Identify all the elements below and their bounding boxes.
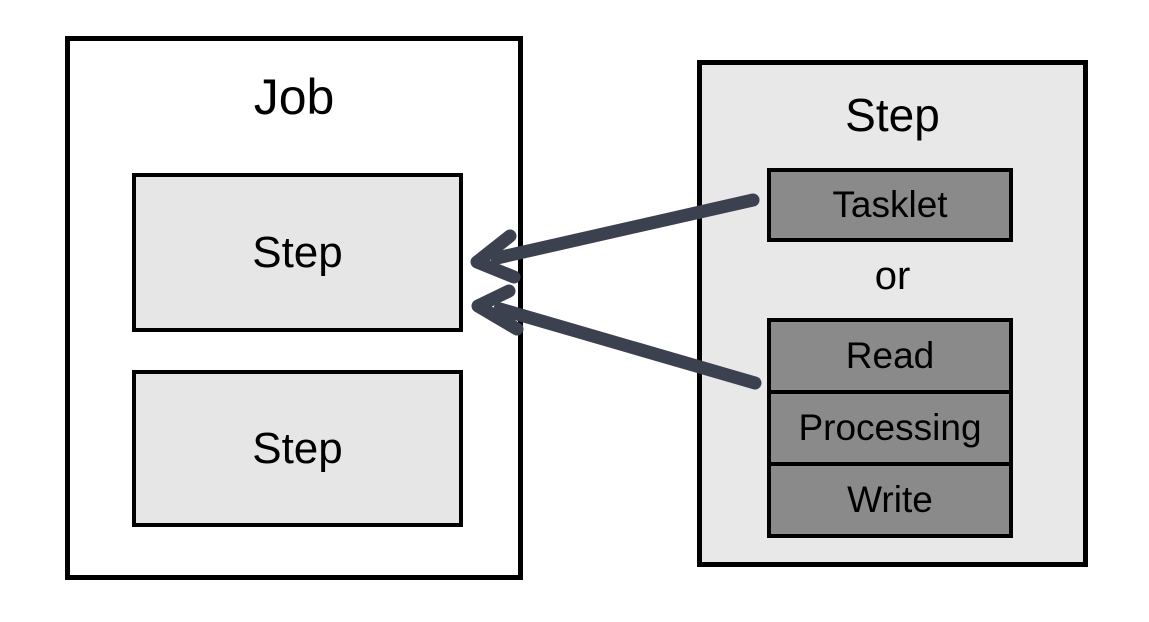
chunk-phase-group: Read Processing Write: [767, 318, 1013, 538]
job-step-1-box: Step: [132, 173, 463, 332]
chunk-phase-write: Write: [767, 462, 1013, 538]
or-label: or: [874, 254, 911, 298]
step-detail-title: Step: [845, 89, 940, 141]
step-detail-container: Step Tasklet or Read Processing Write: [697, 60, 1088, 567]
job-step-2-box: Step: [132, 370, 463, 527]
job-container: Job Step Step: [65, 36, 523, 580]
chunk-phase-read: Read: [767, 318, 1013, 394]
chunk-phase-processing: Processing: [767, 390, 1013, 466]
job-title: Job: [253, 69, 335, 125]
tasklet-box: Tasklet: [767, 168, 1013, 242]
